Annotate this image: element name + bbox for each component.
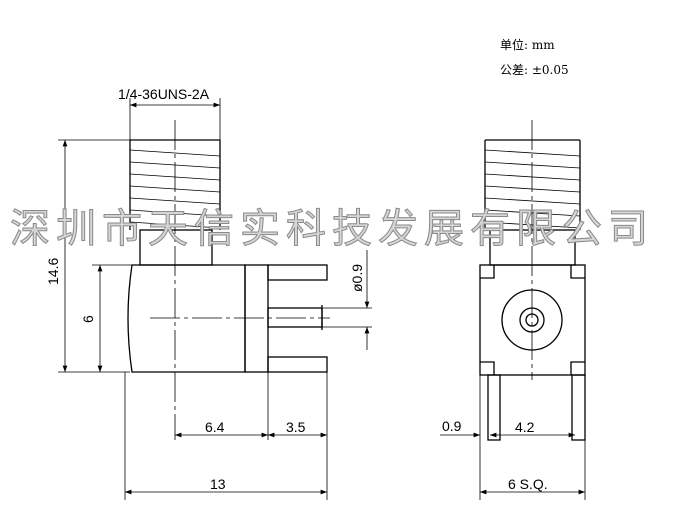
width-label: 6 S.Q. (508, 476, 548, 492)
front-pin-left (487, 374, 501, 441)
offset-a-label: 6.4 (205, 419, 225, 435)
height-label: 14.6 (45, 258, 61, 285)
side-body (127, 264, 246, 373)
side-view: 1/4-36UNS-2A 14.6 6 ø0.9 6.4 3.5 13 (45, 86, 372, 500)
length-label: 13 (210, 476, 226, 492)
body-height-label: 6 (80, 315, 96, 323)
tolerance-note: 公差: ±0.05 (500, 63, 569, 77)
bottom-pin (267, 356, 328, 373)
front-pin-right (571, 374, 586, 441)
unit-note: 单位: mm (500, 38, 555, 52)
offset-b-label: 3.5 (286, 419, 306, 435)
center-pin (267, 307, 323, 328)
top-pin (267, 264, 328, 281)
front-body (479, 264, 586, 376)
side-flange (244, 264, 269, 373)
pin-offset-label: 0.9 (442, 418, 462, 434)
pin-diameter-label: ø0.9 (349, 264, 365, 292)
front-view: 0.9 4.2 6 S.Q. (440, 120, 586, 500)
thread-spec-label: 1/4-36UNS-2A (118, 86, 210, 102)
pin-spacing-label: 4.2 (515, 419, 535, 435)
company-watermark: 深圳市天信实科技发展有限公司 (10, 206, 654, 253)
